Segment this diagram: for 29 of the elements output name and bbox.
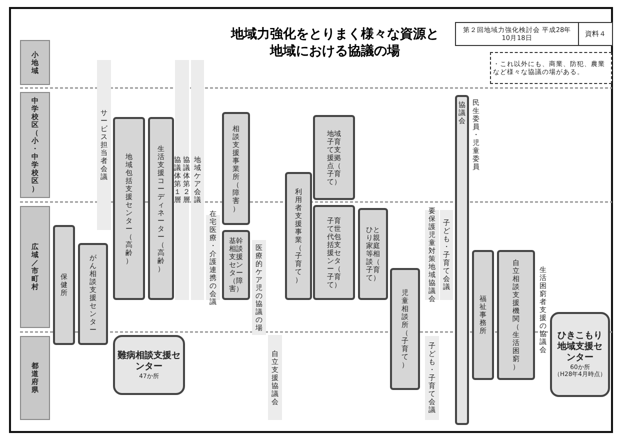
center-box: [550, 312, 610, 397]
meeting-bar: [97, 60, 111, 230]
service-box: [222, 230, 250, 300]
note-box: [490, 52, 612, 84]
document-info-box: [455, 22, 613, 46]
box-label: ひきこもり地域支援センター: [556, 331, 604, 364]
service-box: [390, 268, 420, 390]
region-label: [20, 92, 50, 198]
meeting-bar: [175, 60, 189, 300]
service-box: [222, 112, 250, 225]
council-bar: [455, 95, 469, 425]
region-label: [20, 40, 50, 85]
meeting-bar: [252, 240, 266, 335]
service-box: [313, 205, 355, 300]
service-box: [313, 115, 355, 200]
service-box: [358, 208, 388, 300]
service-box: [113, 117, 145, 300]
service-box: [497, 250, 535, 380]
region-label: [20, 336, 50, 420]
region-label: [20, 206, 50, 328]
title: 地域力強化をとりまく様々な資源と地域における協議の場: [230, 26, 440, 60]
service-box: [285, 172, 312, 300]
service-box: [78, 243, 108, 345]
center-box: [113, 335, 185, 395]
meeting-bar: [191, 60, 204, 300]
service-box: [53, 225, 75, 345]
service-box: [472, 250, 494, 380]
service-box: [148, 117, 174, 300]
box-label: 難病相談支援センター: [116, 350, 182, 372]
